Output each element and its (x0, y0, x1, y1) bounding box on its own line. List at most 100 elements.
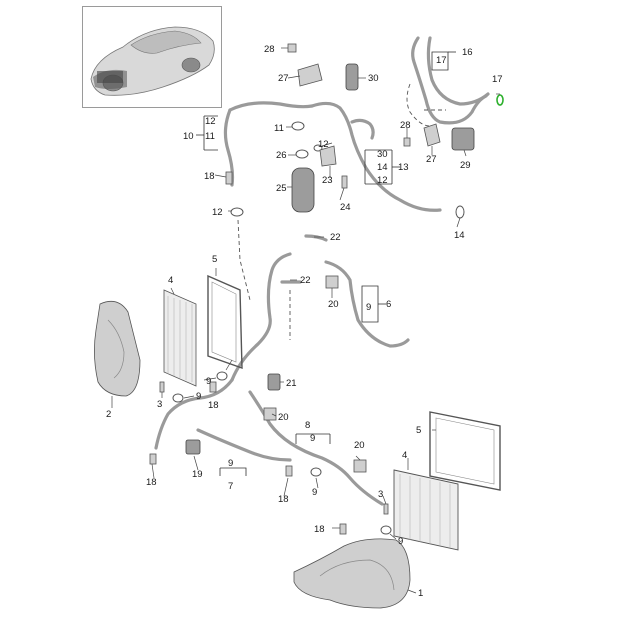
callout-30b: 30 (377, 149, 388, 160)
line-pipe-16 (411, 36, 488, 125)
part-9-ring-d (380, 525, 392, 535)
callout-5: 5 (212, 254, 217, 265)
part-17-oring-highlight (496, 94, 504, 106)
callout-14: 14 (377, 162, 388, 173)
callout-18: 18 (204, 171, 215, 182)
callout-11: 11 (205, 131, 215, 142)
part-18-bolt-c (285, 465, 293, 477)
part-19-sensor (185, 439, 201, 455)
callout-4b: 4 (402, 450, 407, 461)
dashed-link (406, 83, 431, 127)
callout-28: 28 (264, 44, 275, 55)
line-pipe-13 (310, 101, 442, 212)
part-12-seal (230, 207, 244, 217)
bracket-groups (196, 51, 456, 476)
callout-5b: 5 (416, 425, 421, 436)
callout-28b: 28 (400, 120, 411, 131)
callout-20: 20 (328, 299, 339, 310)
callout-12d: 12 (212, 207, 223, 218)
part-3-pin-a (159, 381, 165, 393)
callout-11b: 11 (274, 123, 284, 134)
part-30-valve (345, 63, 359, 91)
part-27-bracket (297, 63, 323, 87)
vehicle-location-thumbnail (82, 6, 222, 108)
callout-24: 24 (340, 202, 351, 213)
callout-12: 12 (205, 116, 216, 127)
callout-10: 10 (183, 131, 194, 142)
callout-18e: 18 (314, 524, 325, 535)
callout-9e: 9 (228, 458, 233, 469)
callout-17-highlight: 17 (492, 74, 503, 85)
callout-7: 7 (228, 481, 233, 492)
callout-4: 4 (168, 275, 173, 286)
line-pipe-lower-left (154, 378, 234, 450)
part-20-clamp-c (353, 459, 367, 473)
part-20-clamp (325, 275, 339, 289)
part-9-ring-a (216, 371, 228, 381)
line-pipe-7-lower (196, 428, 292, 462)
part-9-ring-c (310, 467, 322, 477)
part-9-ring-b (172, 393, 184, 403)
part-14-ring (455, 205, 465, 219)
part-28-fastener (403, 137, 411, 147)
callout-9: 9 (366, 302, 371, 313)
callout-6: 6 (386, 299, 391, 310)
callout-2: 2 (106, 409, 111, 420)
callout-26: 26 (276, 150, 287, 161)
part-3-pin-b (383, 503, 389, 515)
callout-12c: 12 (377, 175, 388, 186)
air-guide-2 (94, 300, 141, 397)
callout-3: 3 (157, 399, 162, 410)
callout-9g: 9 (398, 536, 403, 547)
callout-9b: 9 (206, 376, 211, 387)
callout-18c: 18 (146, 477, 157, 488)
part-11-ring (291, 121, 305, 131)
callout-19: 19 (192, 469, 203, 480)
callout-18d: 18 (278, 494, 289, 505)
callout-12b: 12 (318, 139, 329, 150)
air-guide-1 (293, 538, 411, 609)
callout-22: 22 (330, 232, 341, 243)
callout-25: 25 (276, 183, 287, 194)
callout-27: 27 (278, 73, 289, 84)
callout-9f: 9 (312, 487, 317, 498)
part-23-bracket (319, 145, 337, 167)
callout-23: 23 (322, 175, 333, 186)
line-pipe-6 (324, 260, 410, 348)
dashed-link (237, 219, 251, 301)
car-icon (90, 26, 215, 96)
condenser-4-right (393, 469, 459, 551)
callout-16: 16 (462, 47, 473, 58)
callout-30: 30 (368, 73, 379, 84)
callout-20c: 20 (354, 440, 365, 451)
line-pipe-11 (223, 108, 235, 187)
part-29-sensor (451, 127, 475, 151)
radiator-frame-5-right (429, 411, 501, 491)
part-28-clip (287, 43, 297, 53)
part-25-drier (291, 167, 315, 213)
line-pipe-16b (426, 36, 490, 106)
callout-8: 8 (305, 420, 310, 431)
condenser-4-right-fins (399, 474, 451, 548)
line-pipe-11-upper (228, 101, 314, 112)
callout-17: 17 (436, 55, 447, 66)
callout-20b: 20 (278, 412, 289, 423)
line-pipe-30 (350, 118, 375, 140)
condenser-4-fins (167, 296, 193, 382)
part-27-mount (423, 123, 441, 147)
part-26-ring (295, 149, 309, 159)
part-21-valve (267, 373, 281, 391)
callout-14b: 14 (454, 230, 465, 241)
callout-21: 21 (286, 378, 297, 389)
radiator-frame-5-left (207, 274, 243, 369)
callout-18b: 18 (208, 400, 219, 411)
callout-29: 29 (460, 160, 471, 171)
callout-1: 1 (418, 588, 423, 599)
callout-9c: 9 (196, 391, 201, 402)
part-22-clip (304, 234, 328, 242)
part-12-ring (313, 144, 323, 152)
callout-27b: 27 (426, 154, 437, 165)
callout-9d: 9 (310, 433, 315, 444)
